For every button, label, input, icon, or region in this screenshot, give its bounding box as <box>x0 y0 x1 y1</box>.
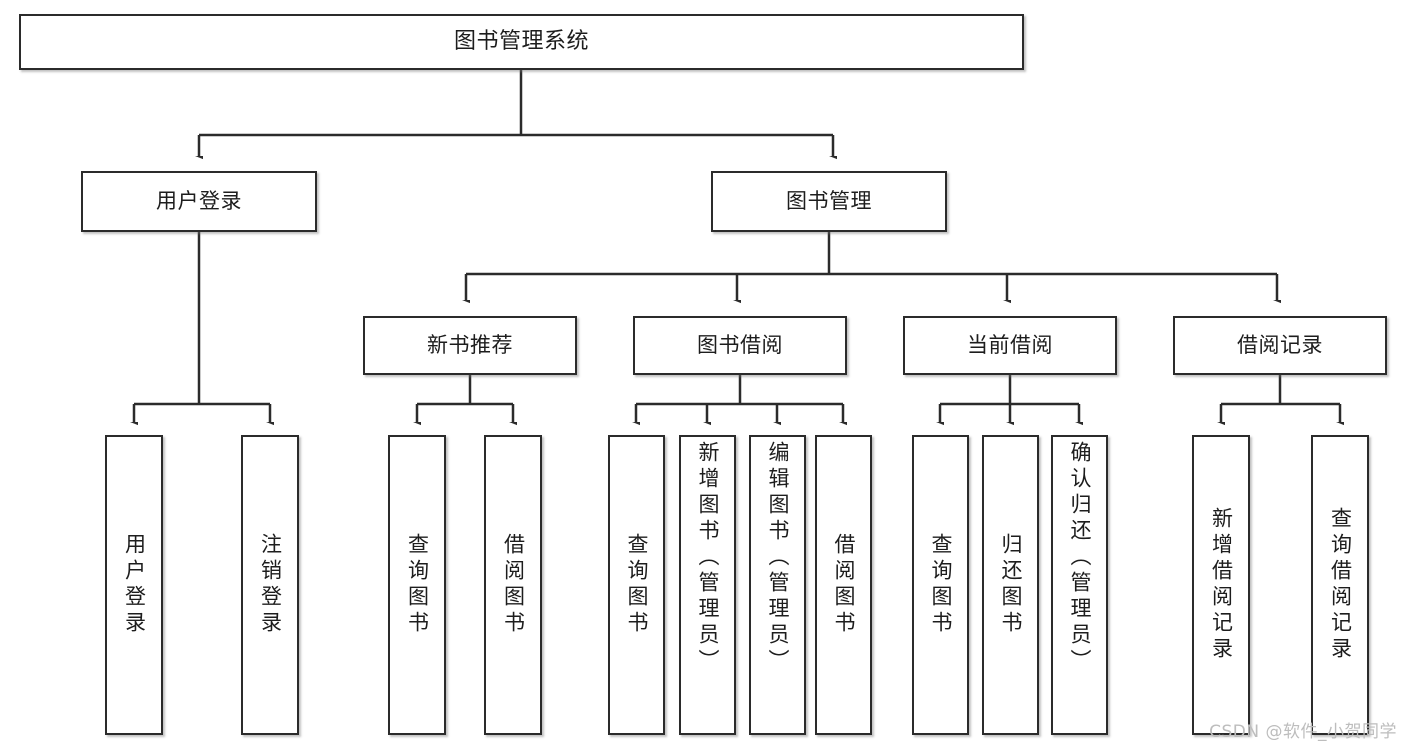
node-leaf-query-book-3[interactable]: 查询图书 <box>912 435 969 735</box>
node-leaf-logout-login[interactable]: 注销登录 <box>241 435 299 735</box>
node-leaf-query-book-2-label: 查询图书 <box>625 533 649 637</box>
node-leaf-return-book[interactable]: 归还图书 <box>982 435 1039 735</box>
node-new-book-recommend-label: 新书推荐 <box>427 332 513 357</box>
node-leaf-query-record-label: 查询借阅记录 <box>1328 507 1353 663</box>
node-leaf-edit-book[interactable]: 编辑图书（管理员） <box>749 435 806 735</box>
node-leaf-logout-login-label: 注销登录 <box>258 533 283 637</box>
node-current-borrow-label: 当前借阅 <box>967 332 1053 357</box>
node-leaf-confirm-return[interactable]: 确认归还（管理员） <box>1051 435 1108 735</box>
node-current-borrow[interactable]: 当前借阅 <box>903 316 1117 375</box>
node-leaf-add-book-label: 新增图书（管理员） <box>696 441 720 675</box>
node-leaf-query-record[interactable]: 查询借阅记录 <box>1311 435 1369 735</box>
node-leaf-return-book-label: 归还图书 <box>999 533 1023 637</box>
node-leaf-add-book[interactable]: 新增图书（管理员） <box>679 435 736 735</box>
node-book-borrow[interactable]: 图书借阅 <box>633 316 847 375</box>
node-leaf-add-record[interactable]: 新增借阅记录 <box>1192 435 1250 735</box>
node-leaf-query-book-3-label: 查询图书 <box>929 533 953 637</box>
node-new-book-recommend[interactable]: 新书推荐 <box>363 316 577 375</box>
node-book-management-label: 图书管理 <box>786 188 872 213</box>
node-user-login-label: 用户登录 <box>156 188 242 213</box>
node-root[interactable]: 图书管理系统 <box>19 14 1024 70</box>
node-leaf-borrow-book-2-label: 借阅图书 <box>832 533 856 637</box>
node-book-management[interactable]: 图书管理 <box>711 171 947 232</box>
node-leaf-add-record-label: 新增借阅记录 <box>1209 507 1234 663</box>
node-borrow-record-label: 借阅记录 <box>1237 332 1323 357</box>
node-leaf-query-book-1[interactable]: 查询图书 <box>388 435 446 735</box>
node-user-login[interactable]: 用户登录 <box>81 171 317 232</box>
csdn-watermark: CSDN @软件_小贺同学 <box>1209 722 1397 742</box>
node-leaf-query-book-2[interactable]: 查询图书 <box>608 435 665 735</box>
node-leaf-borrow-book-1-label: 借阅图书 <box>501 533 526 637</box>
node-leaf-borrow-book-2[interactable]: 借阅图书 <box>815 435 872 735</box>
node-root-label: 图书管理系统 <box>453 28 589 54</box>
node-leaf-confirm-return-label: 确认归还（管理员） <box>1068 441 1092 675</box>
node-book-borrow-label: 图书借阅 <box>697 332 783 357</box>
node-leaf-query-book-1-label: 查询图书 <box>405 533 430 637</box>
node-leaf-user-login[interactable]: 用户登录 <box>105 435 163 735</box>
node-leaf-borrow-book-1[interactable]: 借阅图书 <box>484 435 542 735</box>
node-leaf-user-login-label: 用户登录 <box>122 533 147 637</box>
node-borrow-record[interactable]: 借阅记录 <box>1173 316 1387 375</box>
node-leaf-edit-book-label: 编辑图书（管理员） <box>766 441 790 675</box>
